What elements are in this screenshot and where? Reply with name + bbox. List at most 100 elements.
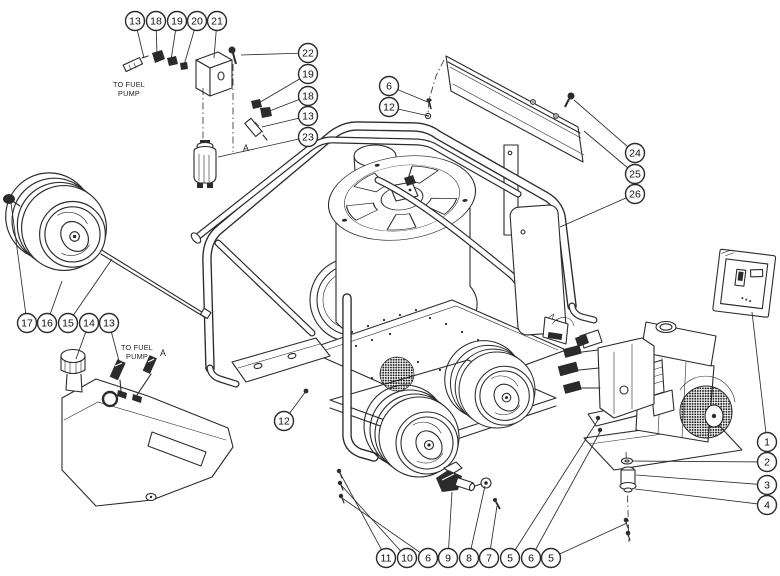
assembly-axes: [202, 59, 445, 152]
callout-balloon-8: [458, 547, 480, 569]
callout-balloon-19: [297, 63, 319, 85]
callout-18: 18: [145, 10, 167, 56]
callout-balloon-17: [16, 312, 38, 334]
callout-balloon-20: [186, 10, 208, 32]
callout-13: 13: [124, 10, 146, 59]
callout-balloon-23: [297, 126, 319, 148]
callout-balloon-13: [98, 312, 120, 334]
callout-24: 24: [573, 99, 646, 164]
fuel-filter-assembly: [193, 140, 217, 188]
front-wheel: [5, 172, 107, 271]
svg-text:21: 21: [211, 16, 223, 28]
callout-9: 9: [437, 491, 459, 569]
callout-balloon-25: [624, 163, 646, 185]
callout-16: 16: [36, 280, 63, 334]
callout-19: 19: [166, 10, 188, 61]
callout-balloon-14: [78, 312, 100, 334]
rear-latch-bracket: [542, 316, 575, 345]
svg-text:3: 3: [764, 480, 770, 492]
callout-balloon-1: [756, 431, 778, 453]
svg-text:9: 9: [445, 553, 451, 565]
svg-text:5: 5: [548, 553, 554, 565]
callout-balloon-18: [145, 10, 167, 32]
svg-text:22: 22: [302, 48, 314, 60]
blower-vent: [379, 356, 415, 392]
callout-balloon-15: [57, 312, 79, 334]
callout-8: 8: [458, 485, 486, 569]
callout-3: 3: [635, 474, 778, 496]
callout-23: 23: [217, 126, 319, 158]
callout-balloon-12: [273, 410, 295, 432]
callout-13: 13: [261, 105, 319, 128]
svg-text:12: 12: [278, 416, 290, 428]
callout-balloon-22: [297, 42, 319, 64]
svg-text:15: 15: [62, 318, 74, 330]
callout-balloon-7: [478, 547, 500, 569]
callout-18: 18: [266, 85, 319, 113]
callout-5: 5: [499, 419, 599, 569]
callout-balloon-16: [36, 312, 58, 334]
callout-6: 6: [378, 75, 431, 104]
callout-balloon-10: [396, 547, 418, 569]
callout-17: 17: [10, 202, 38, 334]
callout-balloon-12: [378, 96, 400, 118]
view-a-label-tank: A: [160, 348, 166, 358]
svg-text:6: 6: [528, 553, 534, 565]
callout-11: 11: [339, 472, 397, 569]
svg-text:20: 20: [191, 16, 203, 28]
callout-balloon-13: [297, 105, 319, 127]
callout-13: 13: [98, 312, 120, 362]
callout-balloon-19: [166, 10, 188, 32]
callout-balloon-5: [540, 547, 562, 569]
control-box: [712, 248, 777, 318]
axle-rod: [99, 248, 212, 320]
svg-text:18: 18: [150, 16, 162, 28]
svg-text:16: 16: [41, 318, 53, 330]
svg-text:5: 5: [507, 553, 513, 565]
callout-19: 19: [256, 63, 319, 105]
callout-1: 1: [751, 311, 778, 453]
callout-balloon-6: [417, 547, 439, 569]
svg-text:6: 6: [425, 553, 431, 565]
callout-7: 7: [478, 505, 500, 569]
callout-balloon-5: [499, 547, 521, 569]
fuel-line-fittings-top: [122, 50, 188, 73]
callout-21: 21: [206, 10, 228, 59]
callout-balloon-6: [378, 75, 400, 97]
callout-balloon-21: [206, 10, 228, 32]
svg-text:18: 18: [302, 91, 314, 103]
callout-25: 25: [583, 130, 646, 185]
svg-text:13: 13: [129, 16, 141, 28]
mounting-bolt-22: [228, 46, 237, 65]
callout-balloon-11: [375, 547, 397, 569]
callout-balloon-4: [756, 494, 778, 516]
callout-6: 6: [341, 497, 439, 569]
fuel-tank: [60, 348, 234, 507]
callout-26: 26: [559, 183, 646, 228]
svg-text:2: 2: [764, 457, 770, 469]
callout-4: 4: [634, 488, 778, 516]
callout-12: 12: [273, 390, 307, 432]
svg-text:7: 7: [486, 553, 492, 565]
callout-balloon-13: [124, 10, 146, 32]
svg-text:14: 14: [83, 318, 95, 330]
front-bumper-channel: [231, 337, 331, 383]
frame-side-panel: [509, 204, 567, 336]
panel-bolt-24: [564, 92, 575, 108]
callout-balloon-6: [520, 547, 542, 569]
svg-text:11: 11: [381, 553, 392, 565]
svg-text:6: 6: [386, 81, 392, 93]
view-a-label-top: A: [243, 143, 249, 153]
callout-10: 10: [340, 484, 418, 569]
callout-balloon-3: [756, 474, 778, 496]
callout-balloon-24: [624, 142, 646, 164]
callout-2: 2: [632, 451, 778, 473]
svg-text:25: 25: [629, 169, 641, 181]
callout-22: 22: [240, 42, 319, 64]
svg-text:17: 17: [21, 318, 33, 330]
